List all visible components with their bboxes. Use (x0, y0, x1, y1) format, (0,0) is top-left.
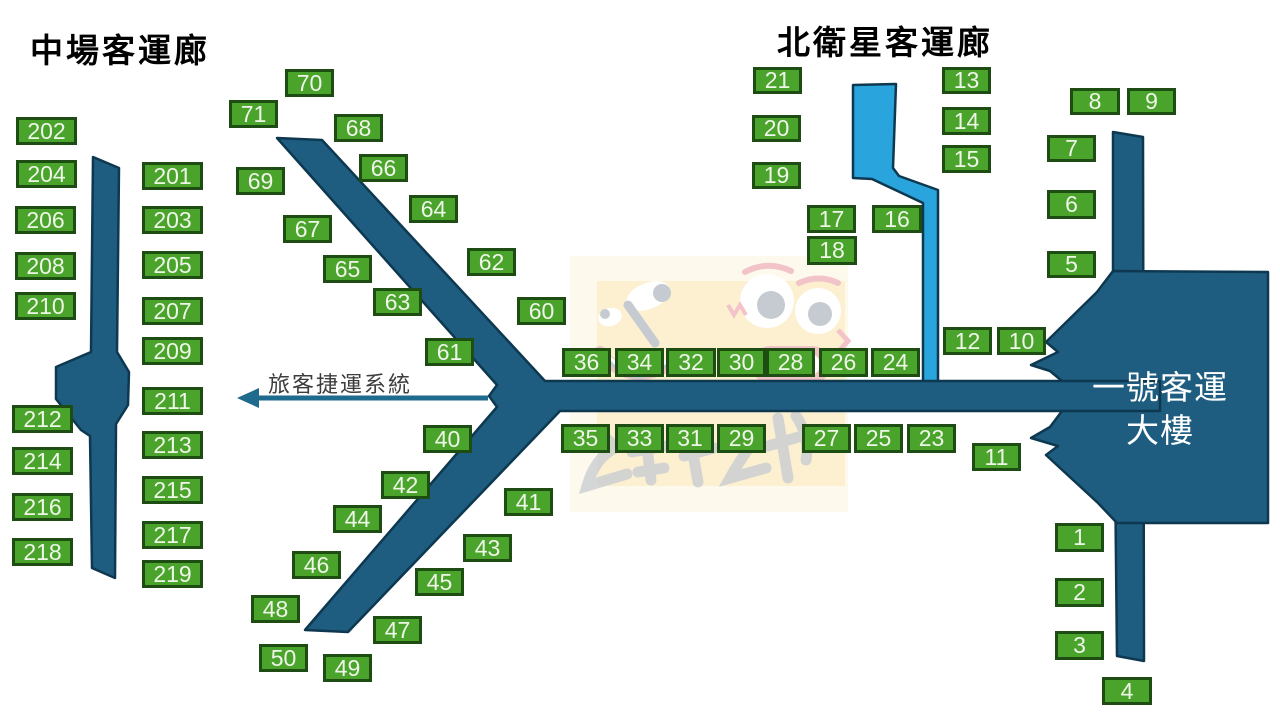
gate-badge-61: 61 (425, 338, 474, 366)
gate-badge-42: 42 (381, 471, 430, 499)
gate-badge-16: 16 (872, 205, 922, 233)
gate-badge-217: 217 (142, 521, 203, 549)
gate-badge-213: 213 (142, 431, 203, 459)
terminal1-label-line2: 大樓 (1126, 412, 1194, 449)
gate-badge-35: 35 (561, 424, 610, 453)
gate-badge-64: 64 (409, 195, 458, 223)
gate-badge-63: 63 (373, 288, 422, 316)
gate-badge-45: 45 (415, 568, 464, 596)
gate-badge-48: 48 (251, 595, 300, 623)
gate-badge-69: 69 (236, 167, 285, 195)
gate-badge-24: 24 (871, 348, 920, 377)
gate-badge-14: 14 (942, 107, 991, 135)
gate-badge-13: 13 (942, 67, 991, 94)
gate-badge-203: 203 (142, 206, 203, 234)
gate-badge-23: 23 (907, 424, 956, 453)
gate-badge-19: 19 (752, 162, 801, 189)
gate-badge-36: 36 (562, 348, 611, 377)
gate-badge-3: 3 (1055, 631, 1104, 660)
gate-badge-31: 31 (666, 424, 714, 453)
gate-badge-214: 214 (12, 447, 73, 475)
gate-badge-30: 30 (717, 348, 766, 377)
gate-badge-11: 11 (972, 443, 1021, 471)
gate-badge-49: 49 (323, 654, 372, 682)
gate-badge-28: 28 (766, 348, 815, 377)
gate-badge-29: 29 (717, 424, 766, 453)
gate-badge-50: 50 (259, 644, 308, 672)
gate-badge-34: 34 (615, 348, 664, 377)
gate-badge-47: 47 (373, 616, 422, 644)
gate-badge-70: 70 (285, 69, 334, 97)
gate-badge-215: 215 (142, 476, 203, 504)
gate-badge-209: 209 (142, 337, 203, 365)
gate-badge-219: 219 (142, 560, 203, 588)
gate-badge-68: 68 (334, 114, 383, 142)
gate-badge-65: 65 (323, 255, 372, 283)
gate-badge-201: 201 (142, 162, 203, 190)
terminal1-label: 一號客運 大樓 (1080, 366, 1240, 452)
gate-badge-32: 32 (666, 348, 716, 377)
gate-badge-25: 25 (854, 424, 903, 453)
gate-badge-62: 62 (467, 248, 516, 276)
gate-badge-4: 4 (1102, 677, 1152, 705)
gate-badge-27: 27 (802, 424, 851, 453)
gate-badge-21: 21 (753, 67, 802, 94)
gate-badge-15: 15 (942, 145, 991, 173)
gate-badge-202: 202 (16, 117, 77, 145)
gate-badge-216: 216 (12, 493, 73, 521)
gate-badge-207: 207 (142, 297, 203, 325)
gate-badge-2: 2 (1055, 578, 1104, 607)
north-satellite-title: 北衛星客運廊 (777, 24, 993, 61)
gate-badge-46: 46 (292, 551, 341, 579)
gate-badge-8: 8 (1070, 88, 1120, 115)
gate-badge-66: 66 (359, 154, 408, 182)
gate-badge-33: 33 (615, 424, 664, 453)
midfield-concourse-title: 中場客運廊 (30, 32, 210, 69)
gate-badge-26: 26 (819, 348, 868, 377)
gate-badge-210: 210 (15, 292, 76, 320)
gate-badge-17: 17 (807, 205, 856, 233)
gate-badge-60: 60 (517, 297, 566, 325)
gate-badge-44: 44 (333, 505, 382, 533)
gate-badge-18: 18 (807, 236, 857, 265)
gate-badge-40: 40 (423, 425, 472, 453)
gate-badge-43: 43 (463, 534, 512, 562)
gate-badge-5: 5 (1047, 251, 1096, 278)
gate-badge-205: 205 (142, 251, 203, 279)
concourse-corridors-shape (275, 136, 1162, 634)
gate-badge-7: 7 (1047, 135, 1096, 162)
gate-badge-208: 208 (15, 252, 76, 280)
gate-badge-9: 9 (1127, 88, 1176, 115)
gate-badge-206: 206 (15, 206, 76, 234)
gate-badge-212: 212 (12, 405, 73, 433)
midfield-concourse-shape (54, 155, 131, 580)
gate-badge-71: 71 (229, 100, 278, 128)
mrt-arrow (237, 388, 488, 408)
terminal1-label-line1: 一號客運 (1092, 369, 1228, 406)
gate-badge-211: 211 (142, 387, 203, 415)
mrt-system-label: 旅客捷運系統 (268, 372, 413, 397)
gate-badge-218: 218 (12, 538, 73, 566)
gate-badge-10: 10 (997, 327, 1046, 355)
gate-badge-41: 41 (504, 488, 553, 516)
gate-badge-67: 67 (283, 215, 332, 243)
gate-badge-1: 1 (1055, 523, 1104, 552)
gate-badge-20: 20 (752, 115, 801, 142)
gate-badge-204: 204 (16, 160, 77, 188)
gate-badge-12: 12 (943, 327, 992, 355)
gate-badge-6: 6 (1047, 190, 1096, 219)
